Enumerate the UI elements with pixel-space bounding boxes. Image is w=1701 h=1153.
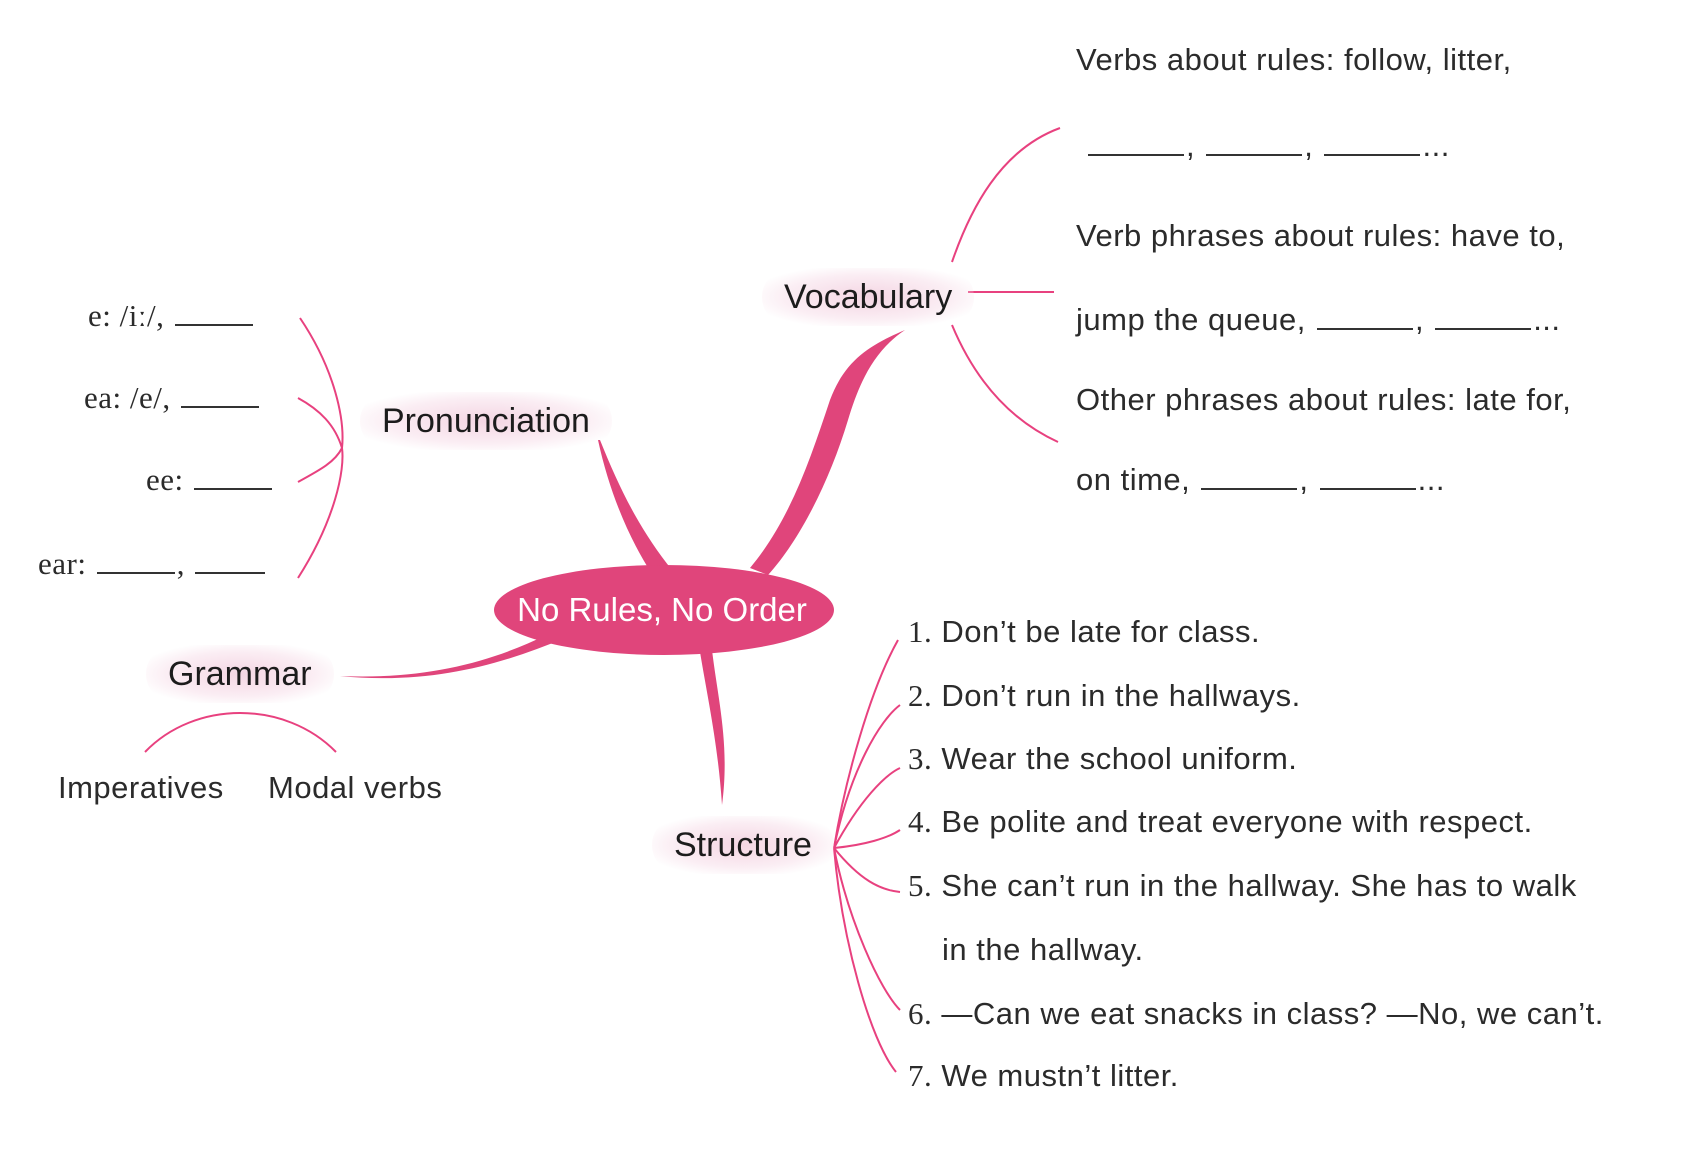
topic-pronunciation: Pronunciation — [360, 392, 612, 450]
answer-blank — [1319, 487, 1416, 490]
answer-blank — [174, 323, 253, 326]
structure-item: 3. Wear the school uniform. — [908, 741, 1298, 776]
grammar-label: Grammar — [146, 645, 334, 703]
branch-pronunciation — [598, 440, 672, 574]
topic-grammar: Grammar — [146, 645, 334, 703]
answer-blank — [1088, 153, 1184, 156]
vocab-line: on time, , ... — [1076, 462, 1445, 497]
center-topic-label: No Rules, No Order — [517, 591, 807, 628]
vocab-blanks-line: , , ... — [1086, 128, 1450, 164]
ellipsis: ... — [1422, 128, 1450, 163]
structure-item: 1. Don’t be late for class. — [908, 614, 1261, 649]
vocab-line: Verbs about rules: follow, litter, — [1076, 42, 1512, 77]
branch-vocabulary — [750, 330, 905, 575]
answer-blank — [96, 571, 175, 574]
vocab-line: jump the queue, , ... — [1076, 302, 1561, 337]
topic-structure: Structure — [652, 816, 834, 874]
branch-structure — [700, 650, 725, 805]
answer-blank — [180, 405, 259, 408]
center-ellipse — [494, 565, 834, 655]
structure-item: 6. —Can we eat snacks in class? —No, we … — [908, 996, 1604, 1031]
branch-grammar — [340, 628, 565, 679]
structure-item-continuation: in the hallway. — [942, 932, 1144, 967]
grammar-item-modal-verbs: Modal verbs — [268, 770, 443, 805]
vocabulary-label: Vocabulary — [762, 268, 975, 326]
center-topic: No Rules, No Order — [492, 562, 832, 658]
structure-item: 5. She can’t run in the hallway. She has… — [908, 868, 1577, 903]
pron-item: ea: /e/, — [84, 380, 261, 416]
structure-item: 4. Be polite and treat everyone with res… — [908, 804, 1533, 839]
pron-item: ee: — [146, 462, 274, 498]
grammar-item-imperatives: Imperatives — [58, 770, 224, 805]
topic-vocabulary: Vocabulary — [762, 268, 975, 326]
pron-item: e: /iː/, — [88, 298, 255, 334]
answer-blank — [193, 487, 272, 490]
vocab-line: Verb phrases about rules: have to, — [1076, 218, 1566, 253]
pron-item: ear: , — [38, 546, 267, 582]
vocab-line: Other phrases about rules: late for, — [1076, 382, 1572, 417]
pronunciation-label: Pronunciation — [360, 392, 612, 450]
structure-item: 2. Don’t run in the hallways. — [908, 678, 1301, 713]
answer-blank — [1316, 327, 1413, 330]
answer-blank — [1206, 153, 1303, 156]
answer-blank — [195, 571, 266, 574]
structure-item: 7. We mustn’t litter. — [908, 1058, 1179, 1093]
answer-blank — [1324, 153, 1421, 156]
answer-blank — [1435, 327, 1532, 330]
structure-label: Structure — [652, 816, 834, 874]
answer-blank — [1201, 487, 1298, 490]
